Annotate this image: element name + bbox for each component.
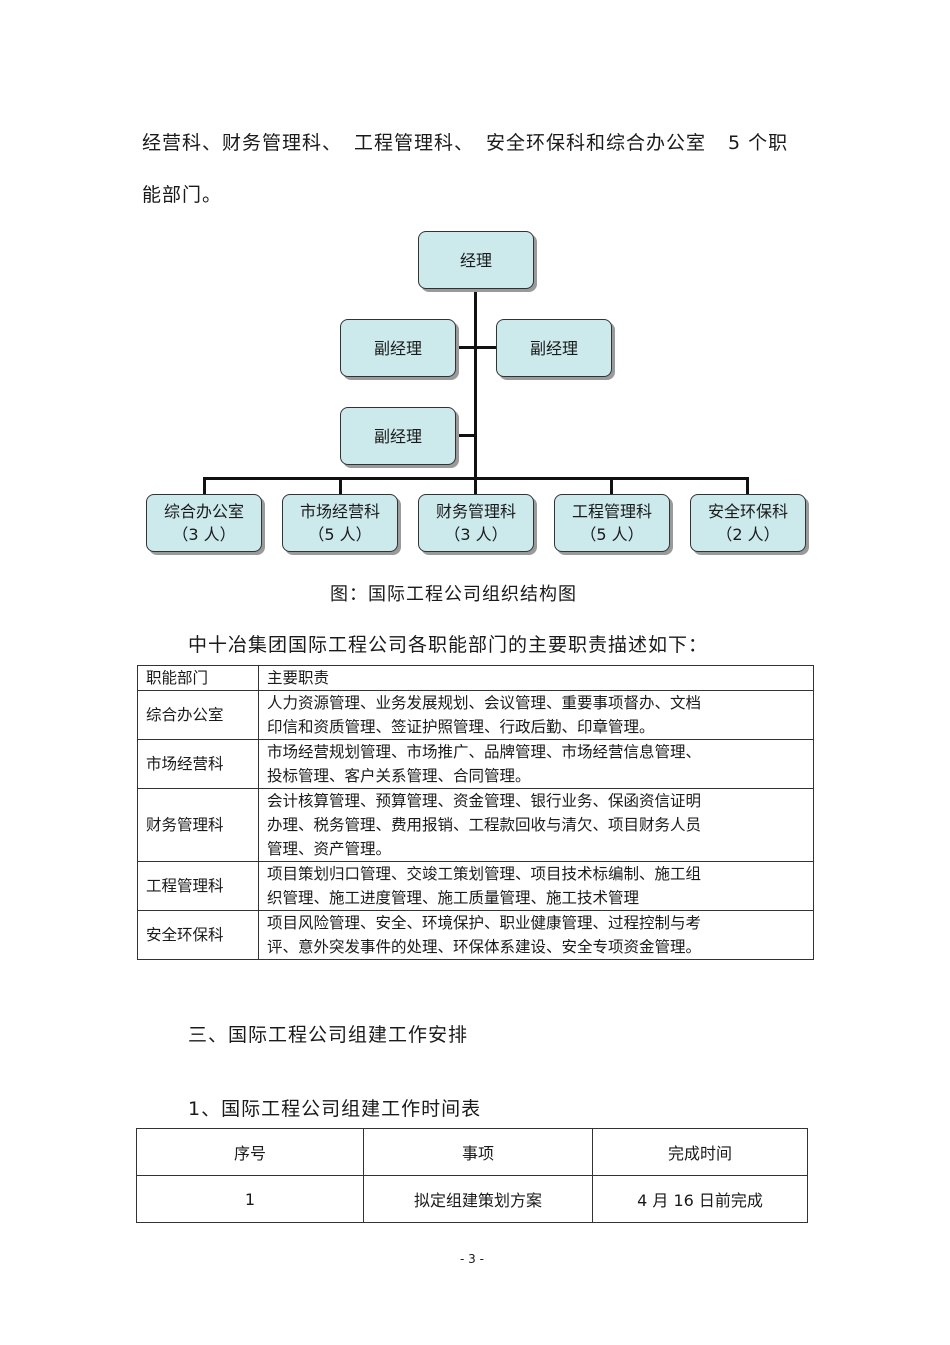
org-deputy-connector-lower xyxy=(456,434,476,437)
org-manager-label: 经理 xyxy=(459,250,492,270)
org-box-department: 安全环保科 （2 人） xyxy=(690,494,806,552)
duty-line: 评、意外突发事件的处理、环保体系建设、安全专项资金管理。 xyxy=(267,938,702,956)
intro-seg-4: 5 个职 xyxy=(728,132,789,154)
org-deputy-label: 副经理 xyxy=(373,338,422,358)
org-box-deputy: 副经理 xyxy=(340,407,456,465)
dept-cell: 财务管理科 xyxy=(137,788,259,862)
org-box-department: 财务管理科 （3 人） xyxy=(418,494,534,552)
table-row: 1 拟定组建策划方案 4 月 16 日前完成 xyxy=(136,1175,808,1223)
table-row: 工程管理科 项目策划归口管理、交竣工策划管理、项目技术标编制、施工组 织管理、施… xyxy=(137,861,814,911)
table-header-cell: 序号 xyxy=(136,1128,364,1176)
duty-line: 织管理、施工进度管理、施工质量管理、施工技术管理 xyxy=(267,889,640,907)
org-drop-line xyxy=(746,477,749,494)
org-box-manager: 经理 xyxy=(418,231,534,289)
page-number: - 3 - xyxy=(460,1252,484,1266)
table-cell: 1 xyxy=(136,1175,364,1223)
org-department-name: 市场经营科 xyxy=(299,502,380,521)
subsection-1-heading: 1、国际工程公司组建工作时间表 xyxy=(188,1098,482,1120)
duty-line: 项目策划归口管理、交竣工策划管理、项目技术标编制、施工组 xyxy=(267,865,702,883)
intro-seg-3: 安全环保科和综合办公室 xyxy=(486,132,707,154)
org-box-deputy: 副经理 xyxy=(496,319,612,377)
org-drop-line xyxy=(610,477,613,494)
table-header-row: 序号 事项 完成时间 xyxy=(136,1128,808,1176)
dept-cell: 综合办公室 xyxy=(137,690,259,740)
table-header-cell: 职能部门 xyxy=(137,665,259,691)
duty-line: 市场经营规划管理、市场推广、品牌管理、市场经营信息管理、 xyxy=(267,743,702,761)
org-department-name: 工程管理科 xyxy=(571,502,652,521)
duties-intro: 中十冶集团国际工程公司各职能部门的主要职责描述如下： xyxy=(188,634,709,656)
org-box-deputy: 副经理 xyxy=(340,319,456,377)
dept-cell: 市场经营科 xyxy=(137,739,259,789)
org-box-department: 工程管理科 （5 人） xyxy=(554,494,670,552)
schedule-table: 序号 事项 完成时间 1 拟定组建策划方案 4 月 16 日前完成 xyxy=(136,1128,808,1223)
org-drop-line xyxy=(339,477,342,494)
org-department-count: （5 人） xyxy=(308,525,372,544)
duty-cell: 项目策划归口管理、交竣工策划管理、项目技术标编制、施工组 织管理、施工进度管理、… xyxy=(258,861,814,911)
table-row: 市场经营科 市场经营规划管理、市场推广、品牌管理、市场经营信息管理、 投标管理、… xyxy=(137,739,814,789)
org-box-department: 综合办公室 （3 人） xyxy=(146,494,262,552)
duties-table: 职能部门 主要职责 综合办公室 人力资源管理、业务发展规划、会议管理、重要事项督… xyxy=(137,665,814,960)
org-department-count: （5 人） xyxy=(580,525,644,544)
duty-cell: 人力资源管理、业务发展规划、会议管理、重要事项督办、文档 印信和资质管理、签证护… xyxy=(258,690,814,740)
section-3-heading: 三、国际工程公司组建工作安排 xyxy=(188,1024,469,1046)
duty-cell: 市场经营规划管理、市场推广、品牌管理、市场经营信息管理、 投标管理、客户关系管理… xyxy=(258,739,814,789)
org-department-name: 财务管理科 xyxy=(435,502,516,521)
table-cell: 拟定组建策划方案 xyxy=(363,1175,593,1223)
duty-line: 人力资源管理、业务发展规划、会议管理、重要事项督办、文档 xyxy=(267,694,702,712)
duty-line: 项目风险管理、安全、环境保护、职业健康管理、过程控制与考 xyxy=(267,914,702,932)
org-department-count: （3 人） xyxy=(172,525,236,544)
table-header-cell: 主要职责 xyxy=(258,665,814,691)
duty-line: 印信和资质管理、签证护照管理、行政后勤、印章管理。 xyxy=(267,718,655,736)
duty-line: 投标管理、客户关系管理、合同管理。 xyxy=(267,767,531,785)
table-row: 安全环保科 项目风险管理、安全、环境保护、职业健康管理、过程控制与考 评、意外突… xyxy=(137,910,814,960)
org-drop-line xyxy=(474,477,477,494)
intro-line-1: 经营科、财务管理科、工程管理科、安全环保科和综合办公室 5 个职 xyxy=(142,128,788,155)
duty-line: 会计核算管理、预算管理、资金管理、银行业务、保函资信证明 xyxy=(267,792,702,810)
org-department-count: （3 人） xyxy=(444,525,508,544)
dept-cell: 安全环保科 xyxy=(137,910,259,960)
intro-seg-2: 工程管理科、 xyxy=(354,132,475,154)
table-row: 财务管理科 会计核算管理、预算管理、资金管理、银行业务、保函资信证明 办理、税务… xyxy=(137,788,814,862)
org-box-department: 市场经营科 （5 人） xyxy=(282,494,398,552)
org-deputy-connector xyxy=(456,346,496,349)
intro-line-2: 能部门。 xyxy=(142,184,223,206)
org-department-name: 综合办公室 xyxy=(163,502,244,521)
org-deputy-label: 副经理 xyxy=(529,338,578,358)
table-cell: 4 月 16 日前完成 xyxy=(592,1175,808,1223)
intro-seg-1: 经营科、财务管理科、 xyxy=(142,132,343,154)
duty-line: 管理、资产管理。 xyxy=(267,840,392,858)
org-department-count: （2 人） xyxy=(716,525,780,544)
org-drop-line xyxy=(203,477,206,494)
org-trunk-line xyxy=(474,289,477,479)
dept-cell: 工程管理科 xyxy=(137,861,259,911)
duty-line: 办理、税务管理、费用报销、工程款回收与清欠、项目财务人员 xyxy=(267,816,702,834)
table-header-cell: 完成时间 xyxy=(592,1128,808,1176)
org-deputy-label: 副经理 xyxy=(373,426,422,446)
duty-cell: 项目风险管理、安全、环境保护、职业健康管理、过程控制与考 评、意外突发事件的处理… xyxy=(258,910,814,960)
org-chart-caption: 图：国际工程公司组织结构图 xyxy=(330,584,577,605)
duty-cell: 会计核算管理、预算管理、资金管理、银行业务、保函资信证明 办理、税务管理、费用报… xyxy=(258,788,814,862)
table-header-row: 职能部门 主要职责 xyxy=(137,665,814,691)
org-department-name: 安全环保科 xyxy=(707,502,788,521)
table-row: 综合办公室 人力资源管理、业务发展规划、会议管理、重要事项督办、文档 印信和资质… xyxy=(137,690,814,740)
table-header-cell: 事项 xyxy=(363,1128,593,1176)
